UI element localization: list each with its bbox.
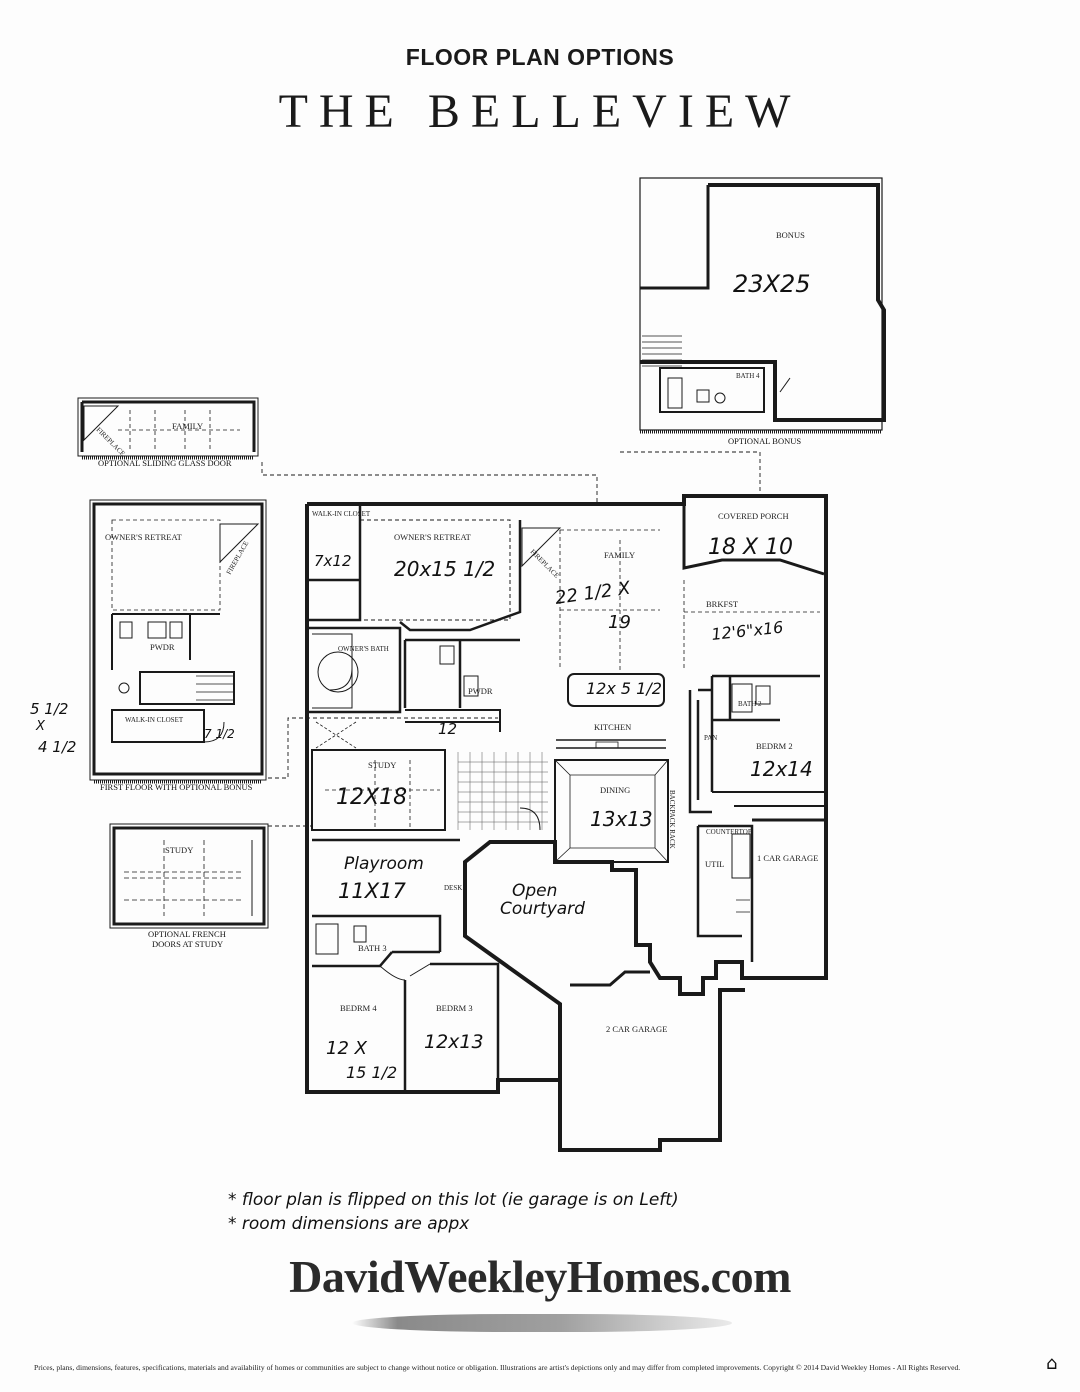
hand-family-a: 22 1/2 X xyxy=(554,578,632,609)
label-util: UTIL xyxy=(705,859,724,869)
label-fireplace-main: FIREPLACE xyxy=(529,548,561,580)
hand-side-x: X xyxy=(35,719,46,734)
hand-playroom-label: Playroom xyxy=(344,854,424,874)
label-pan: PAN xyxy=(704,734,717,742)
hand-bedrm2: 12x14 xyxy=(750,757,813,781)
note-line-1: * floor plan is flipped on this lot (ie … xyxy=(228,1190,679,1210)
hand-porch: 18 X 10 xyxy=(708,535,793,560)
label-study-option: STUDY xyxy=(165,845,193,855)
label-walkin-option: WALK-IN CLOSET xyxy=(125,716,184,724)
label-owners-retreat-option: OWNER'S RETREAT xyxy=(105,532,183,542)
label-bath3: BATH 3 xyxy=(358,943,387,953)
hand-closet: 7 1/2 xyxy=(204,727,235,741)
hand-owners-closet: 7x12 xyxy=(314,552,352,570)
label-brkfst: BRKFST xyxy=(706,599,739,609)
label-covered-porch: COVERED PORCH xyxy=(718,511,789,521)
hand-owners-retreat: 20x15 1/2 xyxy=(394,557,495,581)
first-floor-bonus-panel xyxy=(89,499,267,784)
brand-name: DavidWeekleyHomes.com xyxy=(289,1251,791,1302)
hand-bedrm4-a: 12 X xyxy=(326,1038,368,1059)
label-fireplace-option: FIREPLACE xyxy=(95,426,127,458)
label-family-option: FAMILY xyxy=(172,421,203,431)
label-bath4: BATH 4 xyxy=(736,372,760,380)
label-pwdr: PWDR xyxy=(468,686,493,696)
page-title: THE BELLEVIEW xyxy=(278,85,802,138)
hand-bonus: 23X25 xyxy=(733,270,811,298)
label-2-car-garage: 2 CAR GARAGE xyxy=(606,1024,667,1034)
optional-bonus-panel xyxy=(639,177,886,434)
hand-bedrm3: 12x13 xyxy=(424,1031,484,1053)
hand-bedrm4-b: 15 1/2 xyxy=(346,1063,397,1082)
hand-courtyard-b: Courtyard xyxy=(500,899,585,919)
note-text-2: room dimensions are appx xyxy=(241,1214,470,1234)
hand-family-b: 19 xyxy=(608,612,631,633)
equal-housing-icon: ⌂ xyxy=(1046,1353,1058,1374)
label-study: STUDY xyxy=(368,760,396,770)
caption-french-doors-2: DOORS AT STUDY xyxy=(152,939,223,949)
optional-french-doors-panel xyxy=(109,823,269,929)
label-countertop: COUNTERTOP xyxy=(706,828,752,836)
hand-island: 12x 5 1/2 xyxy=(586,679,662,698)
label-walkin-closet: WALK-IN CLOSET xyxy=(312,510,371,518)
caption-optional-bonus: OPTIONAL BONUS xyxy=(728,436,801,446)
optional-sliding-door-panel xyxy=(77,397,259,460)
label-bedrm3: BEDRM 3 xyxy=(436,1003,473,1013)
label-owners-retreat: OWNER'S RETREAT xyxy=(394,532,472,542)
label-desk: DESK xyxy=(444,884,462,892)
label-pwdr-option: PWDR xyxy=(150,642,175,652)
label-bedrm4: BEDRM 4 xyxy=(340,1003,377,1013)
hand-side-a: 5 1/2 xyxy=(30,700,68,718)
brush-stroke-decoration xyxy=(352,1314,732,1332)
label-family: FAMILY xyxy=(604,550,635,560)
label-1-car-garage: 1 CAR GARAGE xyxy=(757,853,818,863)
caption-french-doors-1: OPTIONAL FRENCH xyxy=(148,929,226,939)
note-text-1: floor plan is flipped on this lot (ie ga… xyxy=(241,1190,679,1210)
label-fireplace-first: FIREPLACE xyxy=(225,540,251,576)
hand-hall: 12 xyxy=(438,720,457,738)
caption-first-floor-bonus: FIRST FLOOR WITH OPTIONAL BONUS xyxy=(100,782,253,792)
label-backpack-rack: BACKPACK RACK xyxy=(668,790,676,849)
header-kicker: FLOOR PLAN OPTIONS xyxy=(405,44,675,70)
hand-study: 12X18 xyxy=(336,785,407,810)
hand-side-b: 4 1/2 xyxy=(38,738,76,756)
hand-courtyard-a: Open xyxy=(512,881,557,901)
label-dining: DINING xyxy=(600,785,630,795)
note-bullet-2: * xyxy=(228,1214,237,1234)
note-bullet-1: * xyxy=(228,1190,237,1210)
label-bath2: BATH 2 xyxy=(738,700,762,708)
label-bonus: BONUS xyxy=(776,230,805,240)
hand-playroom-dim: 11X17 xyxy=(338,879,406,903)
hand-brkfst: 12'6"x16 xyxy=(710,618,784,644)
main-floor-plan xyxy=(305,494,828,1152)
footer-disclaimer: Prices, plans, dimensions, features, spe… xyxy=(34,1363,961,1372)
label-bedrm2: BEDRM 2 xyxy=(756,741,793,751)
note-line-2: * room dimensions are appx xyxy=(228,1214,469,1234)
hand-dining: 13x13 xyxy=(590,807,653,831)
caption-sliding-door: OPTIONAL SLIDING GLASS DOOR xyxy=(98,458,232,468)
label-kitchen: KITCHEN xyxy=(594,722,631,732)
label-owners-bath: OWNER'S BATH xyxy=(338,645,389,653)
